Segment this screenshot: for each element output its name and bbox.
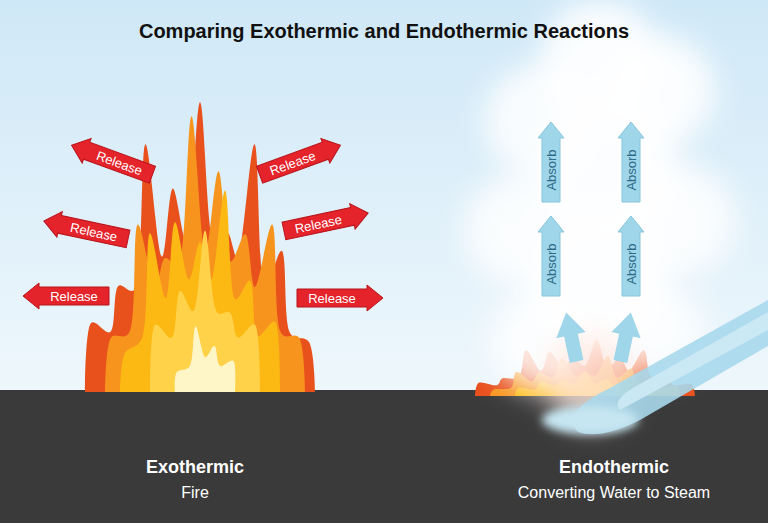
arrow-body — [23, 283, 109, 309]
arrow-label: Release — [308, 291, 356, 306]
arrow-label: Release — [95, 148, 145, 178]
flame-layer — [105, 116, 305, 392]
arrow-label: Absorb — [624, 243, 639, 284]
arrow-body — [618, 216, 644, 296]
water-splash — [542, 406, 638, 434]
flame-layer — [85, 102, 315, 392]
arrow-body — [41, 208, 131, 251]
water-highlight — [618, 312, 768, 410]
flame-layer — [120, 190, 280, 392]
arrow-body — [67, 133, 157, 187]
caption-sub: Fire — [181, 484, 209, 502]
absorb-arrow: Absorb — [538, 122, 564, 202]
sky — [0, 0, 768, 392]
release-arrow: Release — [297, 285, 383, 311]
arrow-label: Release — [50, 289, 98, 304]
release-arrow: Release — [23, 283, 109, 309]
arrow-body — [281, 200, 371, 243]
absorb-arrow-small — [606, 309, 646, 364]
absorb-arrow: Absorb — [538, 216, 564, 296]
small-absorb-arrows — [552, 309, 646, 364]
caption-heading: Exothermic — [146, 457, 244, 478]
arrow-body — [538, 216, 564, 296]
flame-layer — [150, 231, 260, 393]
title: Comparing Exothermic and Endothermic Rea… — [0, 20, 768, 43]
arrow-body — [538, 122, 564, 202]
flame-layer — [175, 326, 236, 392]
caption-heading: Endothermic — [559, 457, 669, 478]
fire-illustration — [85, 102, 315, 392]
arrow-label: Absorb — [624, 149, 639, 190]
arrow-body — [618, 122, 644, 202]
release-arrow: Release — [67, 133, 157, 187]
release-arrow: Release — [255, 133, 345, 187]
arrow-label: Absorb — [544, 149, 559, 190]
caption-sub: Converting Water to Steam — [518, 484, 710, 502]
arrow-body — [255, 133, 345, 187]
arrow-body — [297, 285, 383, 311]
water-stream — [542, 300, 768, 434]
arrow-label: Release — [267, 148, 317, 178]
absorb-arrow: Absorb — [618, 216, 644, 296]
release-arrow: Release — [281, 200, 371, 243]
absorb-arrow-small — [552, 309, 592, 364]
absorb-arrow: Absorb — [618, 122, 644, 202]
release-arrow: Release — [41, 208, 131, 251]
arrow-label: Absorb — [544, 243, 559, 284]
